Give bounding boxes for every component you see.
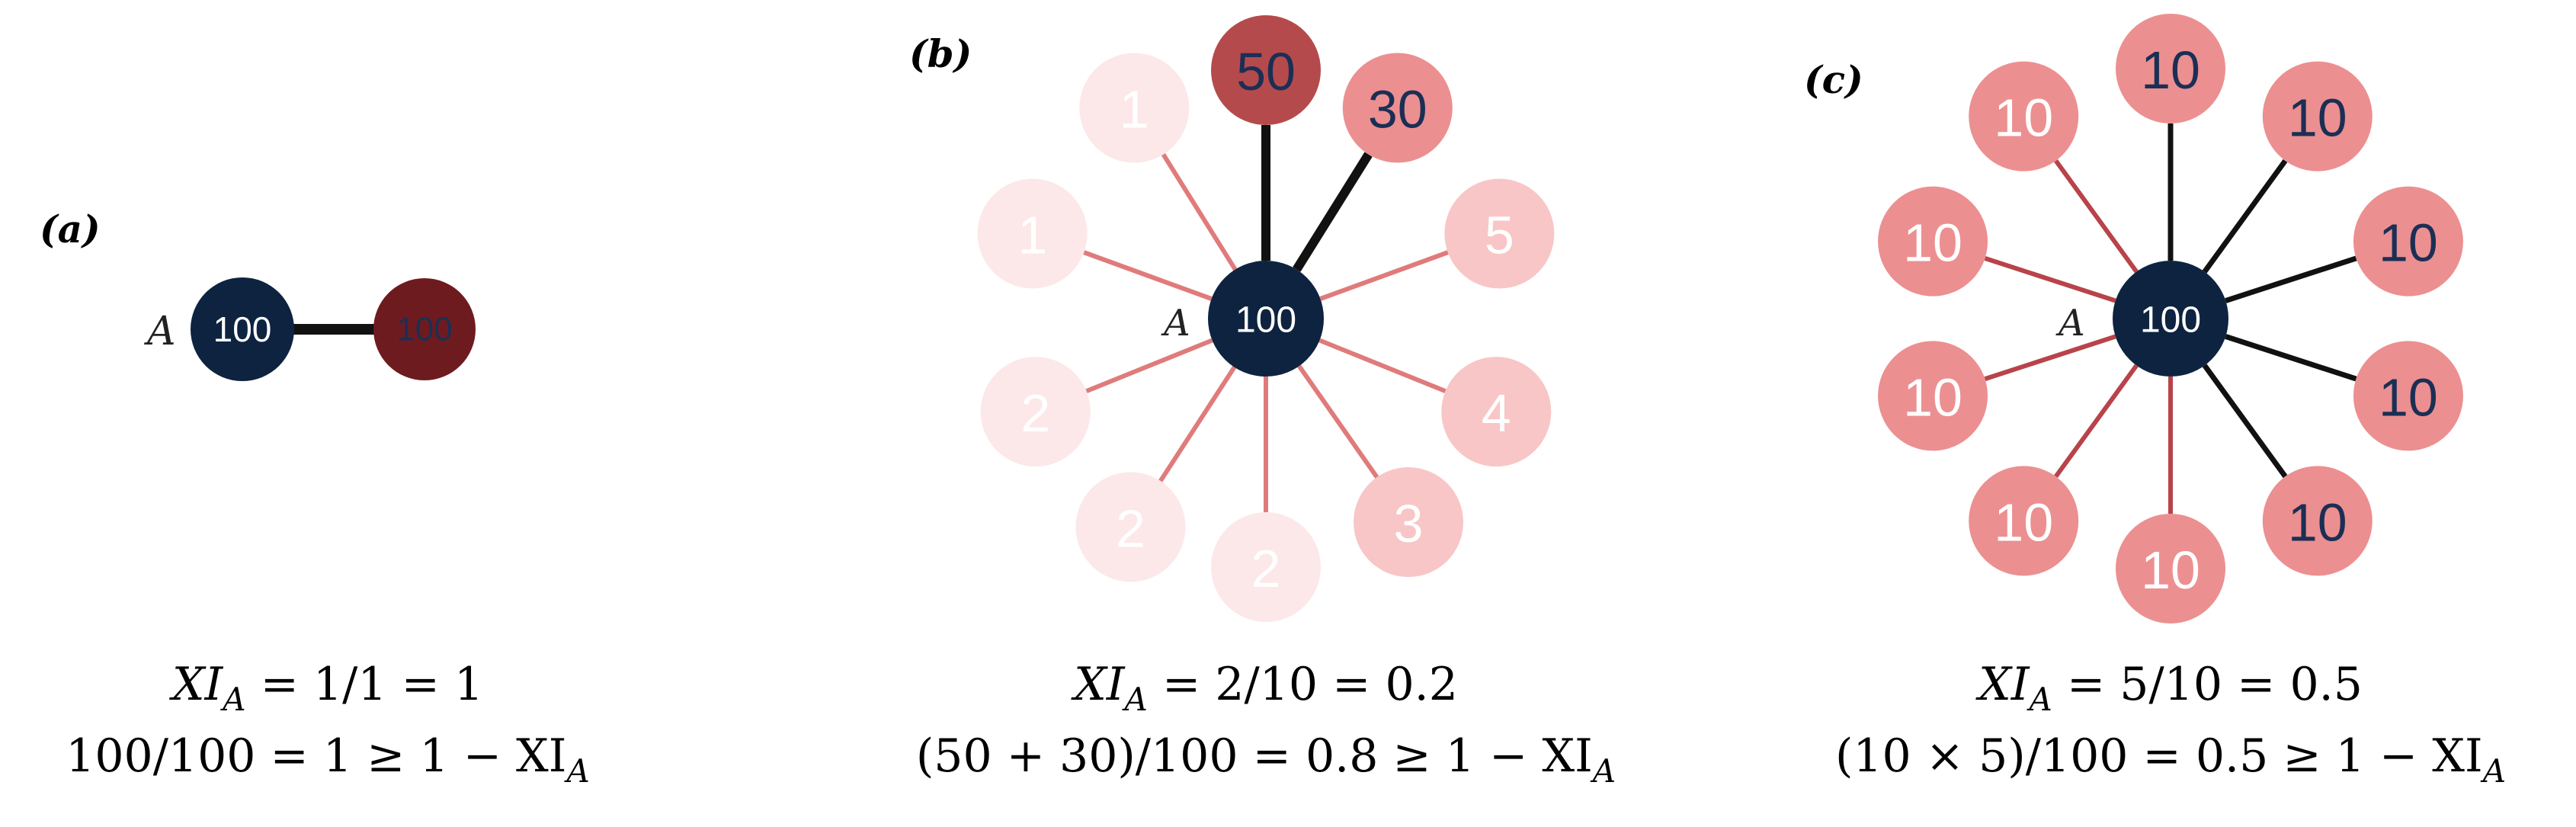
panel-b-neighbor-value-10: 1 xyxy=(1120,80,1149,139)
panel-b-neighbor-node-2 xyxy=(1342,53,1453,163)
panel-b-edges xyxy=(1083,125,1449,512)
panel-c-center-name: A xyxy=(2055,302,2085,345)
panel-b-neighbor-node-10 xyxy=(1079,53,1190,163)
panel-c-neighbor-value-5: 10 xyxy=(2288,492,2347,552)
panel-c-neighbor-node-2 xyxy=(2262,61,2373,171)
panel-b-neighbor-value-1: 50 xyxy=(1236,42,1296,101)
panel-c-neighbor-node-10 xyxy=(1969,61,2079,171)
panel-c-edge-7 xyxy=(2054,364,2139,478)
panel-b-edge-8 xyxy=(1085,338,1213,393)
panel-b-label: (b) xyxy=(909,31,972,76)
panel-b-neighbor-node-7 xyxy=(1075,472,1186,582)
panel-b-neighbor-value-5: 3 xyxy=(1394,494,1424,553)
panel-c-formula-2: (10 × 5)/100 = 0.5 ≥ 1 − XIA xyxy=(1835,729,2506,790)
panel-c-neighbor-node-1 xyxy=(2116,14,2225,123)
panel-c-neighbor-value-1: 10 xyxy=(2141,40,2200,100)
panel-b-edge-5 xyxy=(1297,364,1379,479)
panel-b-edge-3 xyxy=(1319,250,1449,301)
panel-a-formula-1: XIA = 1/1 = 1 xyxy=(169,658,483,718)
panel-c-neighbor-node-8 xyxy=(1878,341,1988,451)
panel-c: (c) 10 10 10 10 10 10 10 10 10 10 A 100 XIA = 5/1… xyxy=(1804,14,2506,790)
panel-c-edge-5 xyxy=(2202,364,2288,479)
panel-a-center-node xyxy=(191,277,294,381)
panel-b-neighbor-value-9: 1 xyxy=(1017,206,1047,265)
panel-c-neighbor-node-6 xyxy=(2116,514,2225,623)
panel-b-neighbor-node-3 xyxy=(1444,178,1555,289)
panel-a-neighbor-value: 100 xyxy=(396,311,452,348)
panel-b-neighbor-node-9 xyxy=(977,178,1088,289)
panel-a-formula-2: 100/100 = 1 ≥ 1 − XIA xyxy=(66,729,590,790)
panel-b-neighbor-value-3: 5 xyxy=(1485,206,1514,265)
panel-c-neighbor-value-10: 10 xyxy=(1994,88,2053,148)
panel-b-edge-9 xyxy=(1083,250,1213,301)
panel-a-label: (a) xyxy=(40,207,101,252)
panel-b-neighbor-value-7: 2 xyxy=(1116,498,1145,558)
panel-c-neighbor-value-7: 10 xyxy=(1994,492,2053,552)
panel-c-center-value: 100 xyxy=(2140,300,2201,341)
panel-c-neighbors: 10 10 10 10 10 10 10 10 10 10 xyxy=(1878,14,2463,623)
panel-b-edge-10 xyxy=(1161,153,1238,271)
panel-c-neighbor-node-4 xyxy=(2353,341,2463,451)
panel-a-center-value: 100 xyxy=(213,309,272,349)
panel-b-center-value: 100 xyxy=(1235,300,1296,341)
panel-b-neighbor-node-1 xyxy=(1211,15,1321,125)
panel-c-label: (c) xyxy=(1804,57,1863,102)
panel-c-neighbor-value-2: 10 xyxy=(2288,88,2347,148)
panel-c-neighbor-value-3: 10 xyxy=(2379,213,2438,273)
panel-c-neighbor-value-4: 10 xyxy=(2379,367,2438,427)
panel-b-neighbor-value-6: 2 xyxy=(1251,539,1281,598)
panel-b-neighbor-node-4 xyxy=(1441,357,1552,467)
panel-c-edge-8 xyxy=(1984,334,2116,381)
panel-b-neighbor-value-2: 30 xyxy=(1368,80,1427,139)
panel-b-center-name: A xyxy=(1161,302,1190,345)
panel-b-edge-7 xyxy=(1158,366,1237,482)
panel-b-neighbor-node-5 xyxy=(1353,467,1463,578)
panel-b-edge-4 xyxy=(1318,338,1447,393)
panel-b-neighbor-node-8 xyxy=(980,357,1091,467)
panel-b-formula-2: (50 + 30)/100 = 0.8 ≥ 1 − XIA xyxy=(916,729,1616,790)
panel-c-edge-4 xyxy=(2225,334,2357,382)
panel-c-neighbor-node-3 xyxy=(2353,186,2463,297)
panel-c-neighbor-node-7 xyxy=(1969,466,2079,576)
panel-c-formula-1: XIA = 5/10 = 0.5 xyxy=(1975,658,2363,718)
panel-a-center-name: A xyxy=(144,309,176,354)
panel-b-neighbor-value-4: 4 xyxy=(1482,383,1511,443)
panel-c-center-node xyxy=(2113,261,2228,377)
panel-c-neighbor-node-5 xyxy=(2262,466,2373,576)
panel-a: (a) A 100 100 XIA = 1/1 = 1 100/100 = 1 … xyxy=(40,207,590,790)
panel-b-neighbor-value-8: 2 xyxy=(1020,383,1050,443)
panel-c-edge-2 xyxy=(2202,159,2288,274)
panel-a-neighbor-node xyxy=(373,278,476,380)
panel-b-neighbors: 50 30 5 43 2 2 2 1 1 xyxy=(977,15,1555,622)
panel-c-neighbor-value-8: 10 xyxy=(1903,367,1962,427)
panel-c-neighbor-value-9: 10 xyxy=(1903,213,1962,273)
panel-c-edges xyxy=(1984,123,2357,514)
panel-c-neighbor-node-9 xyxy=(1878,186,1988,297)
panel-b-edge-2 xyxy=(1293,152,1373,272)
panel-c-neighbor-value-6: 10 xyxy=(2141,540,2200,600)
panel-c-edge-9 xyxy=(1984,256,2116,303)
panel-b-formula-1: XIA = 2/10 = 0.2 xyxy=(1071,658,1458,718)
panel-b-center-node xyxy=(1208,261,1324,377)
panel-b-neighbor-node-6 xyxy=(1211,512,1321,622)
panel-c-edge-10 xyxy=(2054,159,2139,274)
panel-c-edge-3 xyxy=(2225,255,2357,303)
